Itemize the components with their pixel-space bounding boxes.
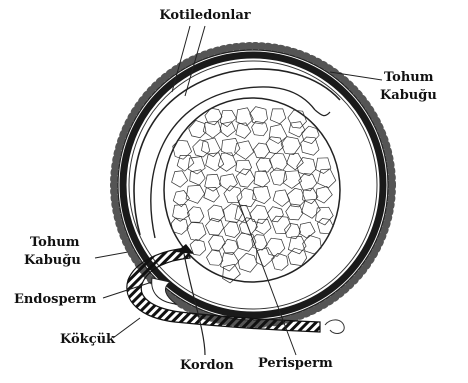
label-radicle: Kökçük (60, 332, 115, 347)
label-seed-coat-right-line1: Tohum (384, 70, 434, 85)
label-perisperm: Perisperm (258, 356, 333, 371)
label-cotyledons: Kotiledonlar (150, 8, 260, 23)
leader-radicle (113, 318, 140, 338)
label-seed-coat-right-line2: Kabuğu (380, 88, 437, 103)
label-funicle: Kordon (180, 358, 234, 373)
cotyledon-tip (315, 110, 330, 116)
label-endosperm: Endosperm (14, 292, 96, 307)
micropyle-loop (325, 320, 344, 334)
label-seed-coat-left-line2: Kabuğu (24, 253, 81, 268)
leader-seed-coat-left (95, 252, 128, 258)
label-seed-coat-left-line1: Tohum (30, 235, 80, 250)
perisperm-cells (164, 98, 340, 283)
